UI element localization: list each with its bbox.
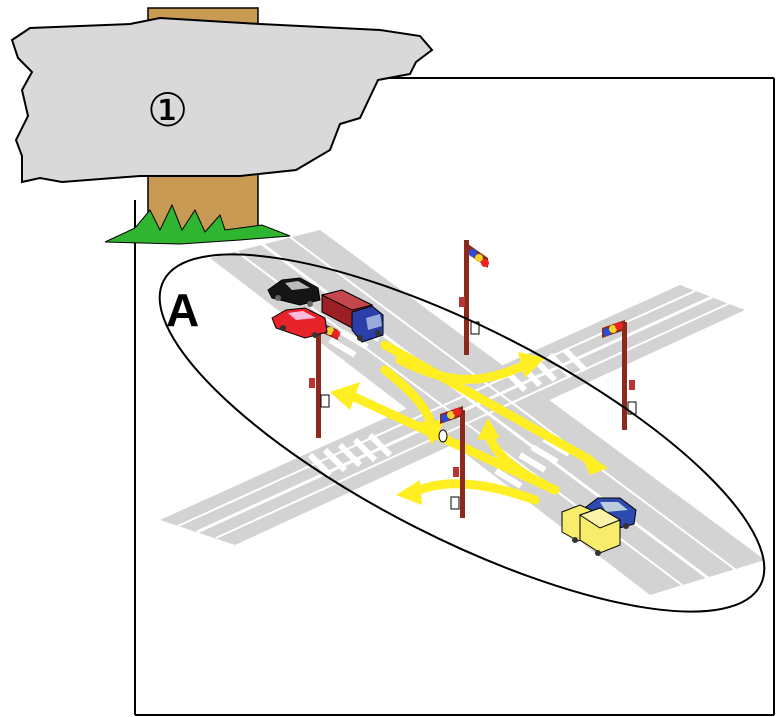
signpost-icon: ① [12,8,432,244]
area-label: A [166,284,199,336]
sign-number: ① [147,83,188,137]
sign-board [12,18,432,182]
arrow-head [396,480,422,505]
